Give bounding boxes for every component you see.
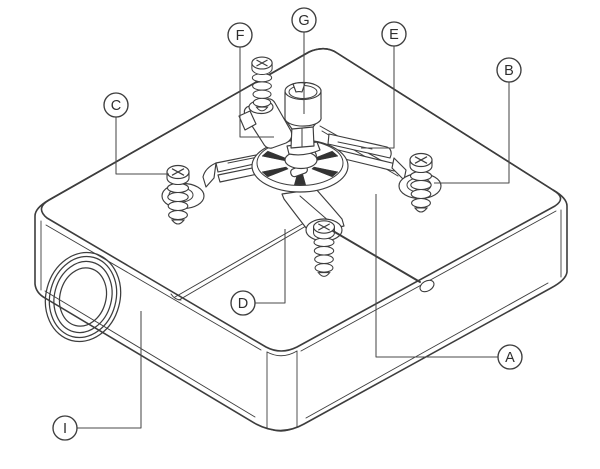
callout-b: B	[496, 57, 522, 83]
callout-e: E	[381, 21, 407, 47]
projector-top-face	[40, 47, 562, 352]
leader-f	[239, 47, 274, 138]
leader-i	[77, 311, 142, 429]
callout-a: A	[497, 344, 523, 370]
spider-arm-right	[319, 125, 407, 181]
callout-b-letter: B	[504, 63, 514, 79]
bottom-chamfer-right	[305, 282, 549, 419]
lens	[44, 251, 122, 343]
mounting-hole	[419, 279, 435, 293]
leader-b	[434, 82, 510, 184]
screw-anchor-right	[409, 152, 433, 213]
callout-d: D	[230, 290, 256, 316]
front-corner-band-top	[266, 350, 298, 357]
callout-f-letter: F	[236, 28, 245, 44]
callout-a-letter: A	[505, 350, 515, 366]
callout-e-letter: E	[389, 27, 399, 43]
callout-i: I	[52, 415, 78, 441]
leader-a	[375, 194, 498, 358]
callout-c: C	[103, 92, 129, 118]
screw-anchor-top	[251, 56, 273, 112]
leader-d	[255, 229, 286, 304]
front-corner-band-bottom	[266, 426, 298, 432]
leader-lines	[77, 32, 510, 429]
projector-body	[34, 47, 568, 432]
callout-i-letter: I	[63, 421, 67, 437]
mount-assembly	[161, 56, 442, 283]
wedge-gap	[311, 166, 339, 178]
callout-g: G	[291, 7, 317, 33]
callout-g-letter: G	[298, 13, 309, 29]
mount-column	[284, 81, 322, 156]
bottom-chamfer-left	[44, 290, 256, 418]
callout-f: F	[227, 22, 253, 48]
wedge-gap	[261, 166, 289, 178]
screw-anchor-left	[166, 164, 190, 225]
leader-e	[361, 46, 395, 149]
leader-c	[115, 117, 169, 175]
callout-d-letter: D	[238, 296, 248, 312]
screw-anchor-bottom	[312, 220, 336, 277]
edge-chamfer-front-left	[45, 224, 262, 351]
callout-c-letter: C	[111, 98, 121, 114]
